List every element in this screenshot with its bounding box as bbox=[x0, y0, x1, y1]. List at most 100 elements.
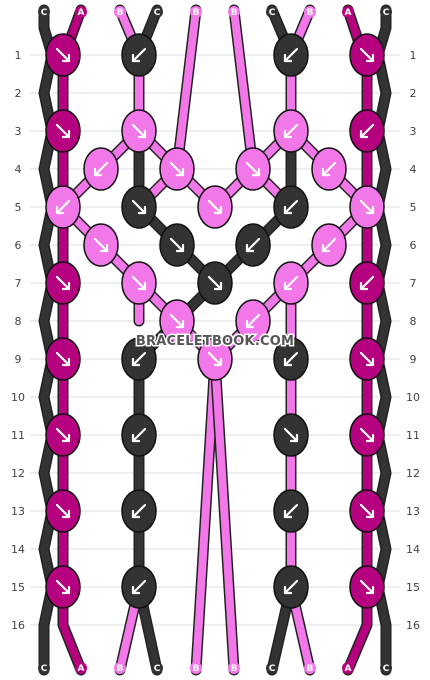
strand-letter-top: C bbox=[380, 6, 392, 18]
strand-letter-bottom: C bbox=[266, 662, 278, 674]
strand-letter-bottom: C bbox=[151, 662, 163, 674]
arrow-head-icon bbox=[213, 205, 223, 215]
knot bbox=[273, 337, 309, 381]
strand-letter-bottom: A bbox=[342, 662, 354, 674]
knot bbox=[121, 33, 157, 77]
row-label-left: 5 bbox=[15, 201, 22, 214]
arrow-icon bbox=[283, 579, 299, 595]
row-label-right: 1 bbox=[410, 49, 417, 62]
row-label-right: 3 bbox=[410, 125, 417, 138]
knot bbox=[273, 413, 309, 457]
arrow-icon bbox=[131, 351, 147, 367]
arrow-head-icon bbox=[359, 281, 369, 291]
knot bbox=[45, 109, 81, 153]
row-label-right: 9 bbox=[410, 353, 417, 366]
arrow-icon bbox=[359, 503, 375, 519]
knot bbox=[83, 223, 119, 267]
arrow-icon bbox=[283, 503, 299, 519]
knot bbox=[45, 489, 81, 533]
thread bbox=[374, 6, 390, 674]
knot bbox=[121, 185, 157, 229]
arrow-icon bbox=[283, 199, 299, 215]
thread bbox=[40, 6, 56, 674]
knot bbox=[273, 261, 309, 305]
row-label-left: 10 bbox=[11, 391, 25, 404]
arrow-head-icon bbox=[131, 357, 141, 367]
row-label-right: 16 bbox=[406, 619, 420, 632]
svg-text:C: C bbox=[41, 8, 48, 18]
arrow-head-icon bbox=[175, 167, 185, 177]
arrow-icon bbox=[131, 427, 147, 443]
arrow-icon bbox=[359, 427, 375, 443]
arrow-head-icon bbox=[289, 433, 299, 443]
row-label-right: 4 bbox=[410, 163, 417, 176]
svg-text:B: B bbox=[117, 8, 124, 18]
row-label-left: 7 bbox=[15, 277, 22, 290]
strand-letter-bottom: B bbox=[228, 662, 240, 674]
knot bbox=[349, 337, 385, 381]
knot bbox=[121, 261, 157, 305]
arrow-icon bbox=[55, 503, 71, 519]
row-label-right: 6 bbox=[410, 239, 417, 252]
knot bbox=[197, 185, 233, 229]
row-label-right: 14 bbox=[406, 543, 420, 556]
arrow-head-icon bbox=[61, 129, 71, 139]
strand-letter-top: B bbox=[190, 6, 202, 18]
arrow-head-icon bbox=[61, 585, 71, 595]
row-label-left: 15 bbox=[11, 581, 25, 594]
arrow-head-icon bbox=[283, 281, 293, 291]
knot bbox=[273, 33, 309, 77]
arrow-head-icon bbox=[55, 205, 65, 215]
knot bbox=[235, 299, 271, 343]
arrow-head-icon bbox=[137, 281, 147, 291]
knot bbox=[311, 147, 347, 191]
arrow-head-icon bbox=[283, 53, 293, 63]
arrow-icon bbox=[321, 237, 337, 253]
arrow-icon bbox=[131, 503, 147, 519]
strand-letter-top: B bbox=[304, 6, 316, 18]
arrow-icon bbox=[169, 237, 185, 253]
arrow-icon bbox=[283, 47, 299, 63]
svg-text:C: C bbox=[269, 8, 276, 18]
strand-letter-top: A bbox=[342, 6, 354, 18]
row-label-left: 6 bbox=[15, 239, 22, 252]
arrow-head-icon bbox=[283, 205, 293, 215]
knot bbox=[45, 185, 81, 229]
arrow-icon bbox=[359, 123, 375, 139]
arrow-icon bbox=[359, 199, 375, 215]
knot bbox=[45, 565, 81, 609]
arrow-head-icon bbox=[245, 243, 255, 253]
strand-letter-bottom: C bbox=[380, 662, 392, 674]
arrow-icon bbox=[207, 199, 223, 215]
arrow-icon bbox=[359, 579, 375, 595]
svg-text:C: C bbox=[269, 664, 276, 674]
knot bbox=[45, 33, 81, 77]
watermark-layer: BRACELETBOOK.COM BRACELETBOOK.COM bbox=[134, 333, 295, 351]
svg-text:A: A bbox=[345, 8, 352, 18]
knot bbox=[235, 223, 271, 267]
arrow-icon bbox=[131, 275, 147, 291]
svg-text:B: B bbox=[231, 664, 238, 674]
row-label-right: 5 bbox=[410, 201, 417, 214]
strand-letter-top: B bbox=[228, 6, 240, 18]
svg-text:B: B bbox=[231, 8, 238, 18]
svg-text:C: C bbox=[154, 8, 161, 18]
knot bbox=[45, 413, 81, 457]
svg-text:B: B bbox=[307, 664, 314, 674]
thread bbox=[59, 6, 219, 674]
arrow-icon bbox=[207, 275, 223, 291]
knot bbox=[121, 413, 157, 457]
knot bbox=[197, 337, 233, 381]
arrow-head-icon bbox=[359, 129, 369, 139]
arrow-icon bbox=[359, 275, 375, 291]
row-label-left: 13 bbox=[11, 505, 25, 518]
row-label-left: 8 bbox=[15, 315, 22, 328]
arrow-icon bbox=[283, 275, 299, 291]
arrow-head-icon bbox=[131, 53, 141, 63]
svg-text:C: C bbox=[383, 664, 390, 674]
arrow-head-icon bbox=[283, 585, 293, 595]
arrow-icon bbox=[359, 47, 375, 63]
row-label-left: 1 bbox=[15, 49, 22, 62]
svg-text:B: B bbox=[307, 8, 314, 18]
